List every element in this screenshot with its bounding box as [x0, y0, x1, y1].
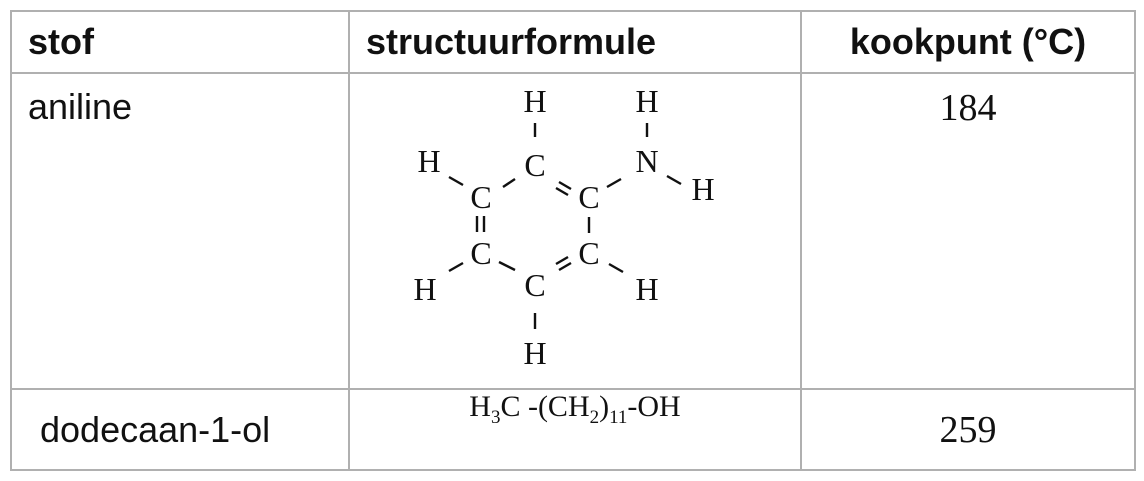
table-row: aniline H	[10, 72, 1136, 390]
aniline-structure: H H H C N C C H C C H H C H	[413, 83, 714, 371]
data-table: stof structuurformule kookpunt (°C) anil…	[10, 10, 1136, 471]
boiling-point: 259	[800, 388, 1136, 471]
bond	[555, 186, 569, 197]
boiling-point: 184	[800, 72, 1136, 390]
header-structuurformule: structuurformule	[348, 10, 802, 74]
atom-h: H	[413, 271, 436, 307]
atom-c: C	[470, 235, 491, 271]
substance-name: dodecaan-1-ol	[10, 388, 350, 471]
substance-name: aniline	[10, 72, 350, 390]
formula-part: H	[469, 390, 491, 423]
table-row: dodecaan-1-ol H3C -(CH2)11-OH 259	[10, 388, 1136, 471]
formula-part: -OH	[627, 390, 681, 423]
condensed-formula: H3C -(CH2)11-OH	[348, 388, 802, 471]
bond	[608, 262, 624, 274]
atom-h: H	[523, 83, 546, 119]
atom-h: H	[635, 83, 658, 119]
structure-cell: H H H C N C C H C C H H C H	[348, 72, 802, 390]
atom-h: H	[635, 271, 658, 307]
bond	[448, 175, 464, 187]
bond	[666, 174, 682, 186]
formula-subscript: 2	[589, 407, 600, 428]
bond	[498, 260, 516, 272]
atom-c: C	[578, 179, 599, 215]
formula-part: )	[599, 390, 610, 423]
formula-part: C -(CH	[500, 390, 590, 423]
atom-h: H	[417, 143, 440, 179]
header-row: stof structuurformule kookpunt (°C)	[10, 10, 1136, 74]
bond	[502, 178, 516, 188]
bond	[555, 255, 569, 266]
header-stof: stof	[10, 10, 350, 74]
atom-h: H	[691, 171, 714, 207]
atom-n: N	[635, 143, 658, 179]
bond	[558, 180, 572, 191]
atom-c: C	[578, 235, 599, 271]
bond	[606, 177, 622, 189]
header-kookpunt: kookpunt (°C)	[800, 10, 1136, 74]
atom-c: C	[524, 147, 545, 183]
atom-c: C	[470, 179, 491, 215]
atom-h: H	[523, 335, 546, 371]
formula-subscript: 3	[490, 407, 501, 428]
bond	[448, 261, 464, 273]
atom-c: C	[524, 267, 545, 303]
formula-subscript: 11	[609, 407, 628, 428]
bond	[558, 261, 572, 272]
